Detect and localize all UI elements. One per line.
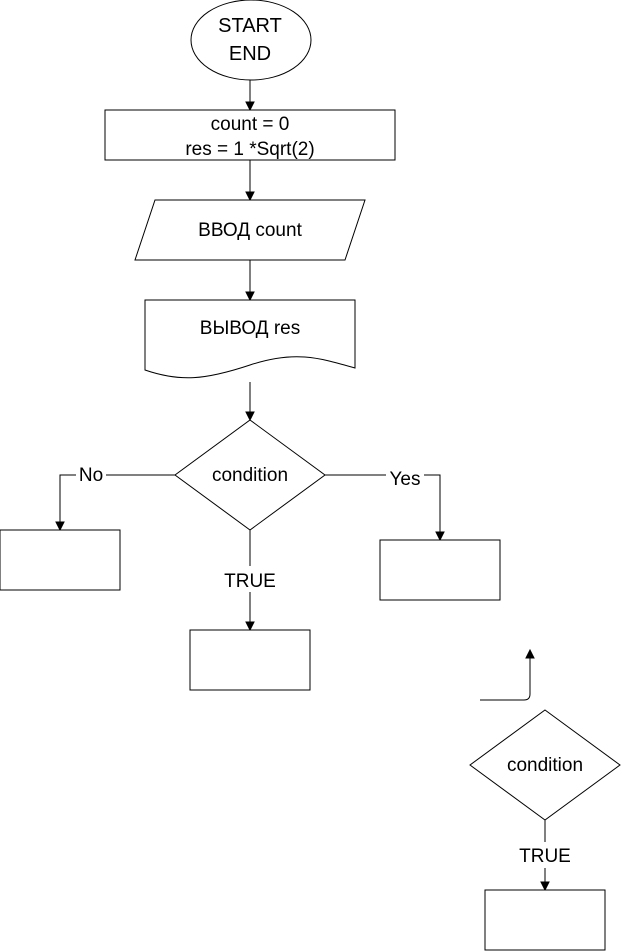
init-line-2: res = 1 *Sqrt(2) <box>185 139 314 160</box>
start-end-node[interactable]: START END <box>190 0 312 81</box>
edge-init-to-input <box>245 160 255 202</box>
true-label: TRUE <box>224 571 276 592</box>
output-label: ВЫВОД res <box>200 318 300 339</box>
condition-second-node[interactable]: condition <box>469 709 621 821</box>
init-process-node[interactable]: count = 0 res = 1 *Sqrt(2) <box>104 109 396 161</box>
box-right-node[interactable] <box>379 539 501 601</box>
start-label: START <box>218 15 282 37</box>
edge-input-to-output <box>245 260 255 302</box>
edge-true-branch-second: TRUE <box>513 820 577 892</box>
condition-main-label: condition <box>212 465 288 486</box>
edge-true-branch: TRUE <box>218 530 282 632</box>
edge-yes-branch: Yes <box>325 465 445 542</box>
edge-no-branch: No <box>55 462 175 532</box>
input-node[interactable]: ВВОД count <box>134 199 366 261</box>
output-document-node[interactable]: ВЫВОД res <box>144 299 356 379</box>
input-label: ВВОД count <box>198 220 302 241</box>
yes-label: Yes <box>390 469 421 490</box>
condition-second-label: condition <box>507 755 583 776</box>
edge-start-to-init <box>245 80 255 112</box>
box-bottom-node[interactable] <box>189 629 311 691</box>
end-label: END <box>229 43 271 65</box>
no-label: No <box>79 465 103 486</box>
condition-main-node[interactable]: condition <box>174 419 326 531</box>
box-left-node[interactable] <box>0 529 121 591</box>
init-line-1: count = 0 <box>211 114 290 135</box>
true-label-second: TRUE <box>519 846 571 867</box>
floating-connector-edge[interactable] <box>480 648 535 701</box>
box-second-node[interactable] <box>484 889 606 951</box>
edge-output-to-condition <box>245 382 255 422</box>
